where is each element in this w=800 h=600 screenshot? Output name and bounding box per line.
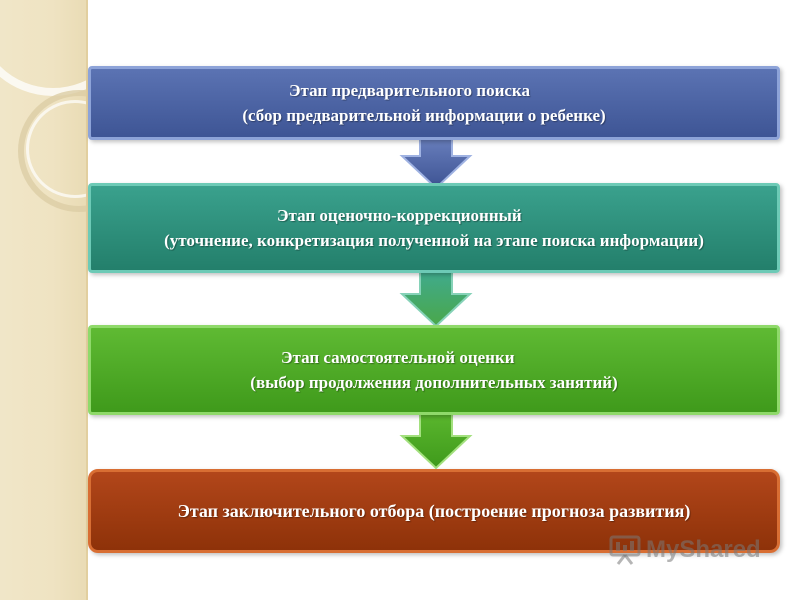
stage-title: Этап предварительного поиска — [289, 81, 530, 100]
stage-description: (выбор продолжения дополнительных заняти… — [250, 373, 618, 392]
stage-final-selection: Этап заключительного отбора (построение … — [88, 469, 780, 553]
down-arrow-icon — [399, 268, 473, 328]
down-arrow-icon — [399, 410, 473, 470]
stage-title: Этап самостоятельной оценки — [281, 348, 515, 367]
stage-description: (уточнение, конкретизация полученной на … — [164, 231, 704, 250]
watermark: MyShared — [608, 534, 761, 566]
stage-preliminary-search: Этап предварительного поиска (сбор предв… — [88, 66, 780, 140]
stage-title: Этап заключительного отбора (построение … — [177, 500, 691, 521]
presentation-icon — [609, 535, 641, 565]
watermark-text: MyShared — [646, 536, 761, 563]
down-arrow-icon — [399, 134, 473, 190]
stage-self-evaluation: Этап самостоятельной оценки (выбор продо… — [88, 325, 780, 415]
stage-title: Этап оценочно-коррекционный — [277, 206, 522, 225]
stage-description: (сбор предварительной информации о ребен… — [242, 106, 606, 125]
decorative-ring — [0, 0, 88, 96]
stage-evaluation-correction: Этап оценочно-коррекционный (уточнение, … — [88, 183, 780, 273]
decorative-sidebar — [0, 0, 88, 600]
